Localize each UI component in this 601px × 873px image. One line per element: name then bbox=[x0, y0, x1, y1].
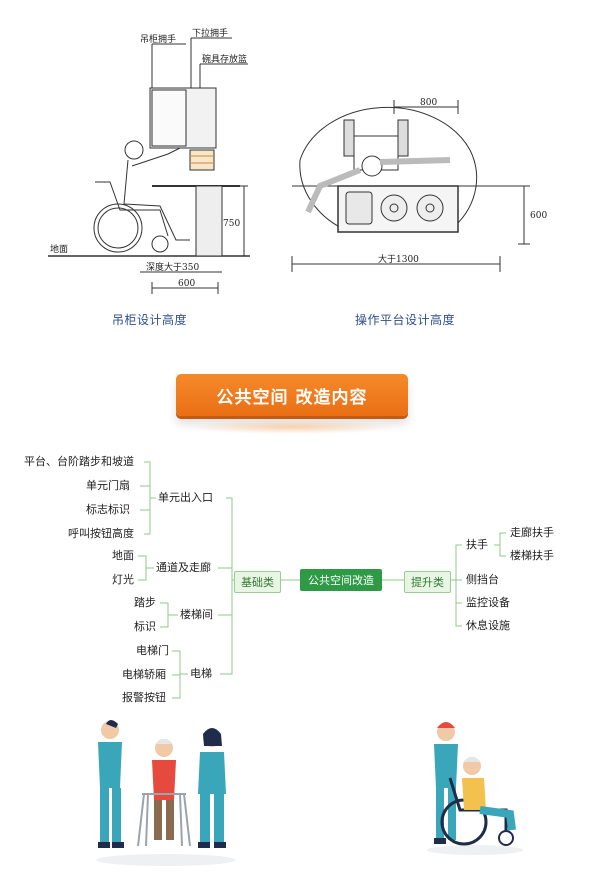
label-hanging-cabinet-handle: 吊柜拥手 bbox=[140, 33, 176, 45]
label-pulldown-handle: 下拉拥手 bbox=[192, 27, 228, 39]
mindmap-leaf: 走廊扶手 bbox=[510, 526, 554, 539]
mindmap-leaf: 楼梯扶手 bbox=[510, 549, 554, 562]
wheelchair-illustration bbox=[427, 722, 523, 855]
mindmap-group-corridor: 通道及走廊 bbox=[156, 561, 211, 574]
technical-drawings: 吊柜拥手 下拉拥手 碗具存放篮 地面 深度大于350 600 750 bbox=[48, 27, 547, 294]
mindmap-item-rest-facility: 休息设施 bbox=[466, 619, 510, 632]
label-height-600: 600 bbox=[530, 211, 547, 221]
label-dish-basket: 碗具存放篮 bbox=[202, 53, 247, 65]
caption-cabinet-height: 吊柜设计高度 bbox=[112, 313, 188, 327]
platform-drawing bbox=[291, 100, 530, 272]
label-depth: 深度大于350 bbox=[146, 261, 199, 273]
mindmap-connectors bbox=[138, 461, 506, 699]
mindmap-leaf: 平台、台阶踏步和坡道 bbox=[24, 455, 134, 468]
label-width-600: 600 bbox=[178, 279, 195, 289]
mindmap-leaf: 电梯轿厢 bbox=[122, 668, 166, 681]
mindmap-group-stairwell: 楼梯间 bbox=[180, 608, 213, 621]
mindmap-item-monitoring: 监控设备 bbox=[466, 596, 510, 609]
banner-title: 公共空间 改造内容 bbox=[216, 387, 368, 408]
cabinet-drawing bbox=[48, 37, 250, 294]
mindmap-leaf: 踏步 bbox=[134, 596, 156, 609]
caption-platform-height: 操作平台设计高度 bbox=[355, 313, 456, 327]
section-banner: 公共空间 改造内容 bbox=[176, 374, 408, 416]
mindmap-item-handrail: 扶手 bbox=[466, 538, 488, 551]
mindmap-group-entrance: 单元出入口 bbox=[158, 491, 213, 504]
label-width-800: 800 bbox=[420, 98, 437, 108]
mindmap-branch-basic: 基础类 bbox=[234, 571, 281, 593]
mindmap-leaf: 报警按钮 bbox=[122, 691, 166, 704]
mindmap-leaf: 电梯门 bbox=[136, 644, 169, 657]
mindmap-leaf: 地面 bbox=[112, 549, 134, 562]
mindmap-leaf: 呼叫按钮高度 bbox=[68, 527, 134, 540]
label-ground: 地面 bbox=[50, 243, 68, 255]
mindmap-leaf: 灯光 bbox=[112, 573, 134, 586]
mindmap-leaf: 标志标识 bbox=[86, 503, 130, 516]
mindmap-branch-improvement: 提升类 bbox=[404, 571, 451, 593]
mindmap-root: 公共空间改造 bbox=[300, 569, 382, 591]
label-width-1300: 大于1300 bbox=[378, 253, 419, 265]
mindmap-group-elevator: 电梯 bbox=[190, 667, 212, 680]
label-height-750: 750 bbox=[223, 219, 240, 229]
mindmap-leaf: 单元门扇 bbox=[86, 479, 130, 492]
mindmap-leaf: 标识 bbox=[134, 620, 156, 633]
mindmap-item-side-curb: 侧挡台 bbox=[466, 573, 499, 586]
caregivers-walker-illustration bbox=[96, 720, 236, 866]
banner-shadow bbox=[186, 420, 398, 434]
